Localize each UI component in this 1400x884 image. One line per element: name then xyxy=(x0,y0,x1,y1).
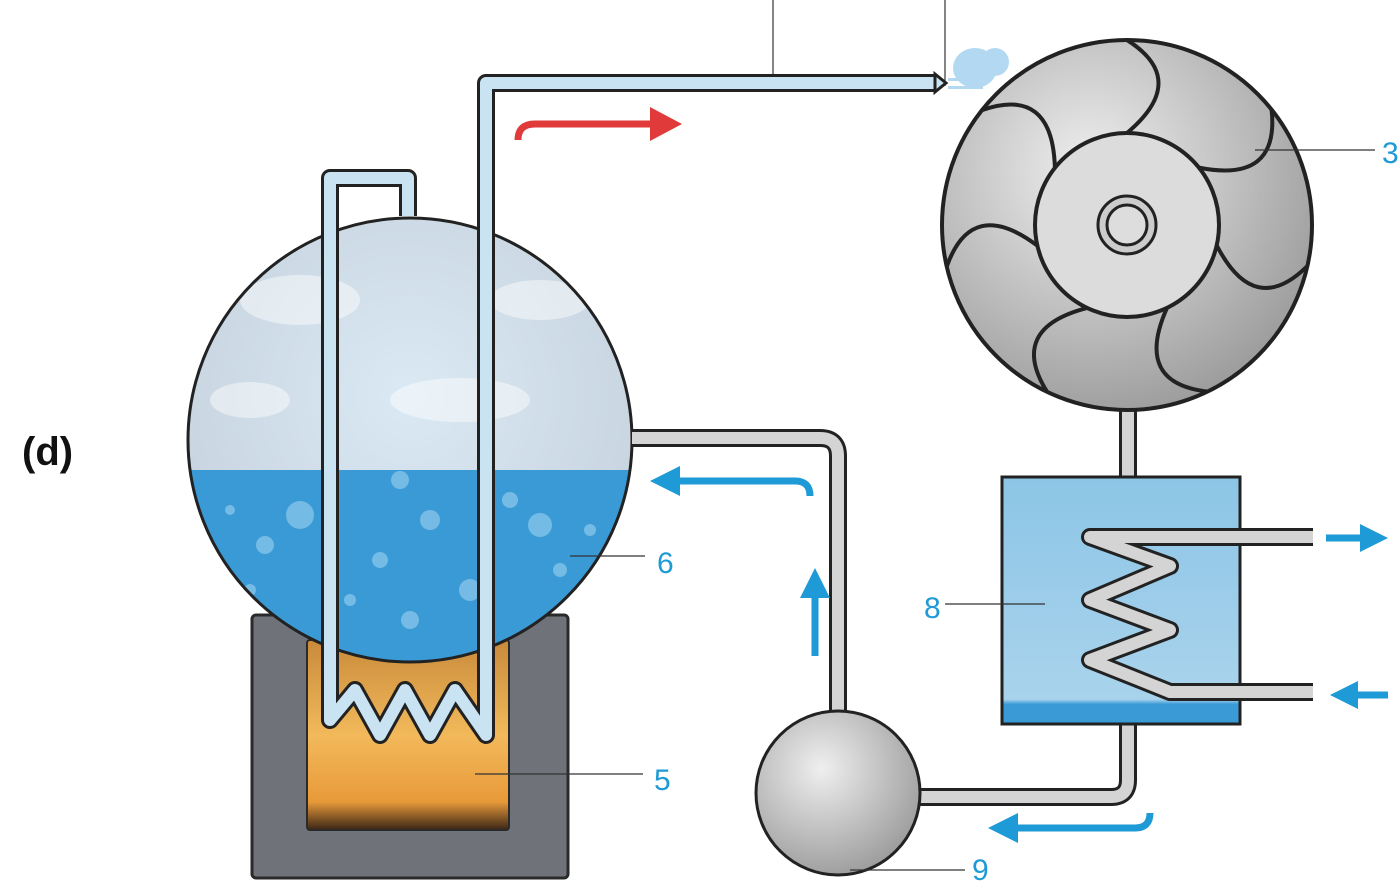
feedwater-inlet-arrow xyxy=(650,466,814,497)
steam-flow-arrow xyxy=(514,107,682,141)
condensate-pipe xyxy=(918,722,1137,806)
cooling-water-in-arrow xyxy=(1330,681,1388,709)
feedwater-up-arrow xyxy=(800,568,830,656)
pump xyxy=(754,709,922,877)
label-pump: 9 xyxy=(972,854,989,884)
condensate-return-arrow xyxy=(988,812,1154,843)
boiler-steam-tube xyxy=(321,70,949,744)
label-boiler: 6 xyxy=(657,547,674,580)
cooling-water-out-arrow xyxy=(1326,524,1388,552)
turbine xyxy=(940,38,1314,412)
boiler xyxy=(186,216,634,664)
label-furnace: 5 xyxy=(654,764,671,797)
label-turbine: 3 xyxy=(1382,137,1399,170)
condenser xyxy=(1000,475,1313,726)
steam-jet xyxy=(948,48,1009,89)
panel-label: (d) xyxy=(22,430,73,474)
label-condenser: 8 xyxy=(924,592,941,625)
